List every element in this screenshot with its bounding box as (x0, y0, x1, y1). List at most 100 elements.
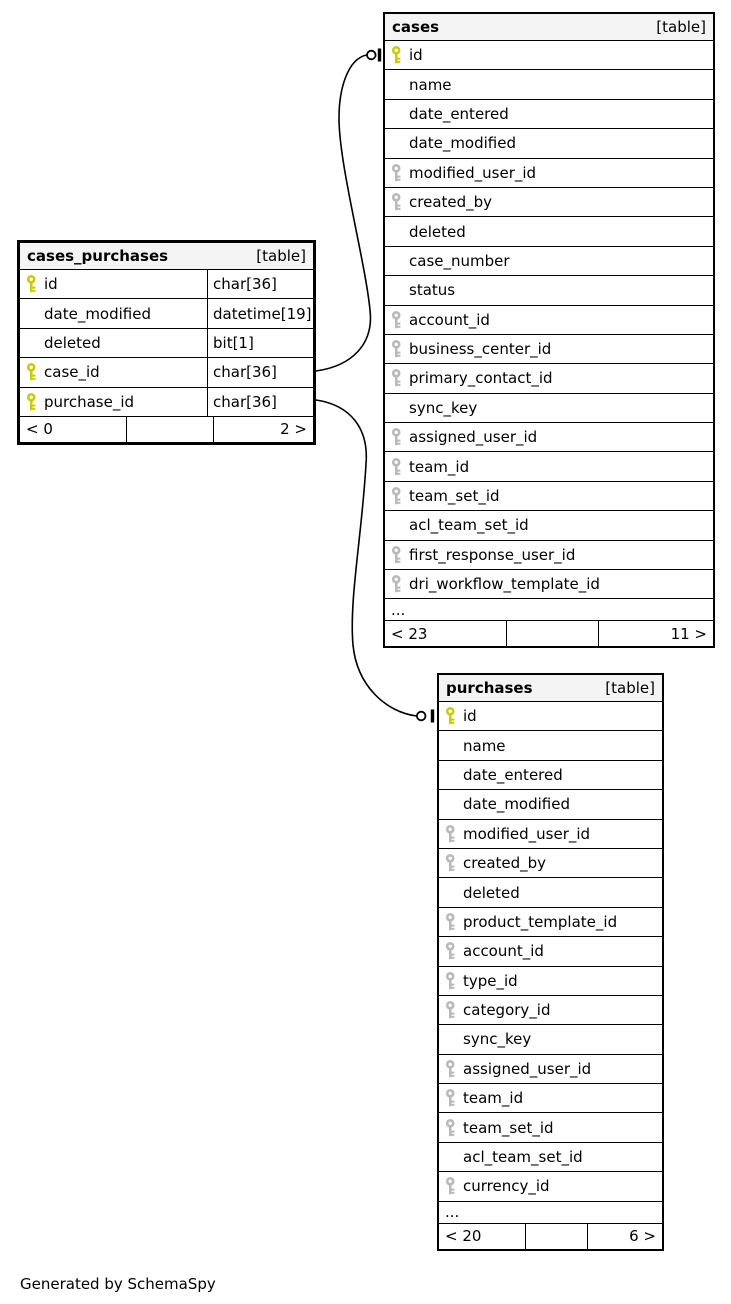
foreign-key-icon (445, 912, 462, 931)
column-name: modified_user_id (409, 163, 537, 182)
column-name: modified_user_id (463, 824, 591, 843)
column-name: date_entered (409, 104, 509, 123)
column-row-purchase_id: purchase_id char[36] (20, 386, 313, 416)
column-type: char[36] (207, 270, 313, 299)
column-row-account_id: account_id (385, 304, 713, 334)
column-type: char[36] (207, 387, 313, 416)
column-row-deleted: deleted (439, 877, 662, 906)
foreign-key-icon (445, 824, 462, 843)
footer-middle-cell (506, 621, 598, 647)
column-row-team_set_id: team_set_id (439, 1112, 662, 1141)
column-name: name (409, 75, 452, 94)
column-name: deleted (463, 883, 520, 902)
table-type-tag: [table] (256, 247, 306, 265)
foreign-key-icon (391, 193, 408, 211)
column-row-product_template_id: product_template_id (439, 906, 662, 936)
column-row-date_modified: date_modified (385, 128, 713, 157)
column-name: created_by (409, 193, 493, 212)
column-row-assigned_user_id: assigned_user_id (385, 422, 713, 451)
column-name: team_id (463, 1089, 524, 1108)
column-name: purchase_id (44, 392, 135, 411)
table-header-cases[interactable]: cases [table] (385, 14, 713, 41)
column-row-name: name (439, 730, 662, 759)
foreign-key-icon (391, 163, 408, 182)
foreign-key-icon (391, 545, 408, 564)
zero-cardinality-connector (366, 49, 377, 61)
column-row-id: id (385, 41, 713, 69)
column-name: created_by (463, 854, 547, 873)
column-name: assigned_user_id (409, 428, 538, 447)
foreign-key-icon (445, 1001, 462, 1019)
table-type-tag: [table] (656, 18, 706, 36)
parents-count: 6 > (587, 1223, 662, 1249)
column-name: primary_contact_id (409, 369, 553, 388)
foreign-key-icon (445, 854, 462, 872)
foreign-key-icon (445, 1177, 462, 1195)
children-count: < 20 (445, 1227, 482, 1246)
table-footer: < 20 6 > (439, 1222, 662, 1249)
more-columns-ellipsis: ... (439, 1200, 662, 1223)
column-row-acl_team_set_id: acl_team_set_id (439, 1141, 662, 1171)
column-row-category_id: category_id (439, 994, 662, 1024)
table-header-cases_purchases[interactable]: cases_purchases[table] (20, 243, 313, 270)
column-name: case_number (409, 251, 510, 270)
footer-middle-cell (126, 416, 213, 442)
column-row-id: id (439, 702, 662, 730)
column-name: status (409, 281, 456, 300)
table-node-purchases: purchases[table] id name date_entered date_m… (437, 673, 664, 1251)
column-row-deleted: deleted (385, 216, 713, 245)
primary-key-icon (391, 46, 408, 64)
foreign-key-icon (391, 575, 408, 593)
column-name: deleted (44, 333, 101, 352)
footer-middle-cell (525, 1223, 587, 1249)
primary-key-icon (26, 392, 43, 411)
column-name: account_id (463, 942, 544, 961)
foreign-key-icon (391, 457, 408, 476)
column-name: team_set_id (409, 487, 500, 506)
column-name: date_entered (463, 765, 563, 784)
column-name: acl_team_set_id (463, 1148, 583, 1167)
foreign-key-icon (445, 942, 462, 960)
column-row-type_id: type_id (439, 965, 662, 995)
table-title: purchases (446, 679, 533, 697)
column-name: account_id (409, 310, 490, 329)
column-row-dri_workflow_template_id: dri_workflow_template_id (385, 569, 713, 598)
column-name: date_modified (463, 795, 570, 814)
column-name: sync_key (409, 398, 478, 417)
children-count: < 0 (26, 420, 53, 439)
one-cardinality-bar (377, 48, 382, 62)
column-row-modified_user_id: modified_user_id (385, 157, 713, 187)
primary-key-icon (26, 363, 43, 381)
foreign-key-icon (391, 340, 408, 358)
parents-count: 2 > (213, 416, 313, 442)
column-row-modified_user_id: modified_user_id (439, 818, 662, 848)
column-type: datetime[19] (207, 299, 313, 328)
column-name: id (409, 46, 423, 65)
column-name: dri_workflow_template_id (409, 575, 600, 594)
column-row-team_id: team_id (439, 1083, 662, 1112)
column-name: deleted (409, 222, 466, 241)
column-name: currency_id (463, 1177, 550, 1196)
one-cardinality-bar (430, 709, 435, 723)
column-row-date_modified: date_modified (439, 789, 662, 818)
column-name: first_response_user_id (409, 545, 576, 564)
column-name: id (463, 707, 477, 726)
column-row-sync_key: sync_key (385, 392, 713, 422)
more-columns-ellipsis: ... (385, 598, 713, 620)
column-name: assigned_user_id (463, 1059, 592, 1078)
column-name: date_modified (409, 134, 516, 153)
column-name: acl_team_set_id (409, 516, 529, 535)
foreign-key-icon (445, 1118, 462, 1137)
column-row-currency_id: currency_id (439, 1171, 662, 1200)
foreign-key-icon (391, 487, 408, 505)
relationship-line-case-id-to-cases (315, 48, 382, 372)
column-name: case_id (44, 363, 100, 382)
table-title: cases (392, 18, 440, 36)
foreign-key-icon (445, 971, 462, 990)
column-name: product_template_id (463, 912, 618, 931)
table-header-purchases[interactable]: purchases[table] (439, 675, 662, 702)
column-row-status: status (385, 275, 713, 304)
column-name: name (463, 736, 506, 755)
column-name: date_modified (44, 304, 151, 323)
